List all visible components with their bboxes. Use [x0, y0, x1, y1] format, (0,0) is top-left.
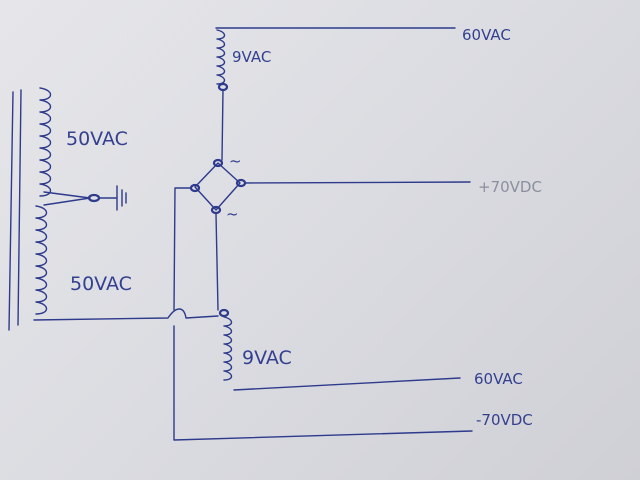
primary-lower-label: 50VAC [70, 273, 132, 295]
primary-upper-label: 50VAC [66, 128, 128, 150]
primary-winding-upper [39, 87, 52, 197]
positive-output-wire [244, 181, 471, 184]
ac-mark-bottom: ~ [226, 205, 239, 223]
top-secondary-winding [215, 27, 456, 161]
bottom-output-label: 60VAC [474, 370, 523, 388]
top-output-label: 60VAC [462, 26, 511, 44]
ac-mark-top: ~ [229, 152, 242, 170]
center-tap-ground [43, 185, 127, 211]
top-secondary-label: 9VAC [232, 48, 271, 66]
primary-winding-lower [35, 205, 48, 315]
negative-output-label: -70VDC [476, 411, 533, 429]
primary-to-lower-secondary-wire [33, 308, 219, 321]
bridge-to-lower-secondary-wire [215, 213, 219, 311]
bottom-secondary-winding [218, 308, 461, 391]
positive-output-label: +70VDC [478, 178, 542, 196]
bottom-secondary-label: 9VAC [242, 347, 292, 369]
transformer-core [8, 89, 22, 331]
negative-output-wire [173, 187, 473, 441]
